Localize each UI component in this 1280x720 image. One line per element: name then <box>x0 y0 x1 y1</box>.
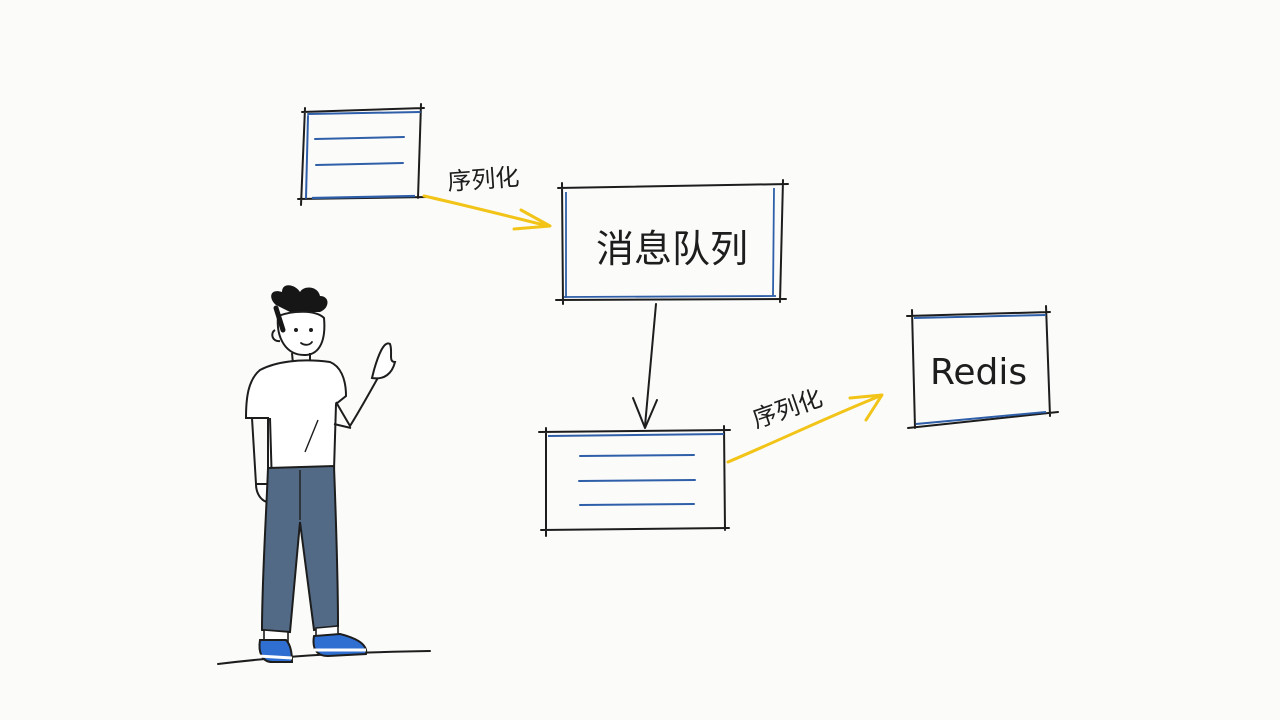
serialize-label-bottom: 序列化 <box>749 384 826 434</box>
document-line-2 <box>315 162 404 166</box>
serialize-arrow-top <box>422 194 552 231</box>
message-queue-box <box>555 179 789 305</box>
redis-box <box>906 305 1059 429</box>
message-queue-label: 消息队列 <box>596 227 748 271</box>
document-line-1 <box>579 454 695 457</box>
document-line-2 <box>578 479 696 482</box>
serialize-arrow-bottom <box>726 393 884 464</box>
output-document-box <box>538 425 731 537</box>
redis-label: Redis <box>930 352 1027 393</box>
serialize-label-top: 序列化 <box>446 163 520 196</box>
document-line-1 <box>314 136 405 140</box>
document-line-3 <box>579 503 695 506</box>
person-illustration <box>244 285 397 663</box>
queue-down-arrow <box>632 303 658 429</box>
source-document-box <box>297 103 429 206</box>
